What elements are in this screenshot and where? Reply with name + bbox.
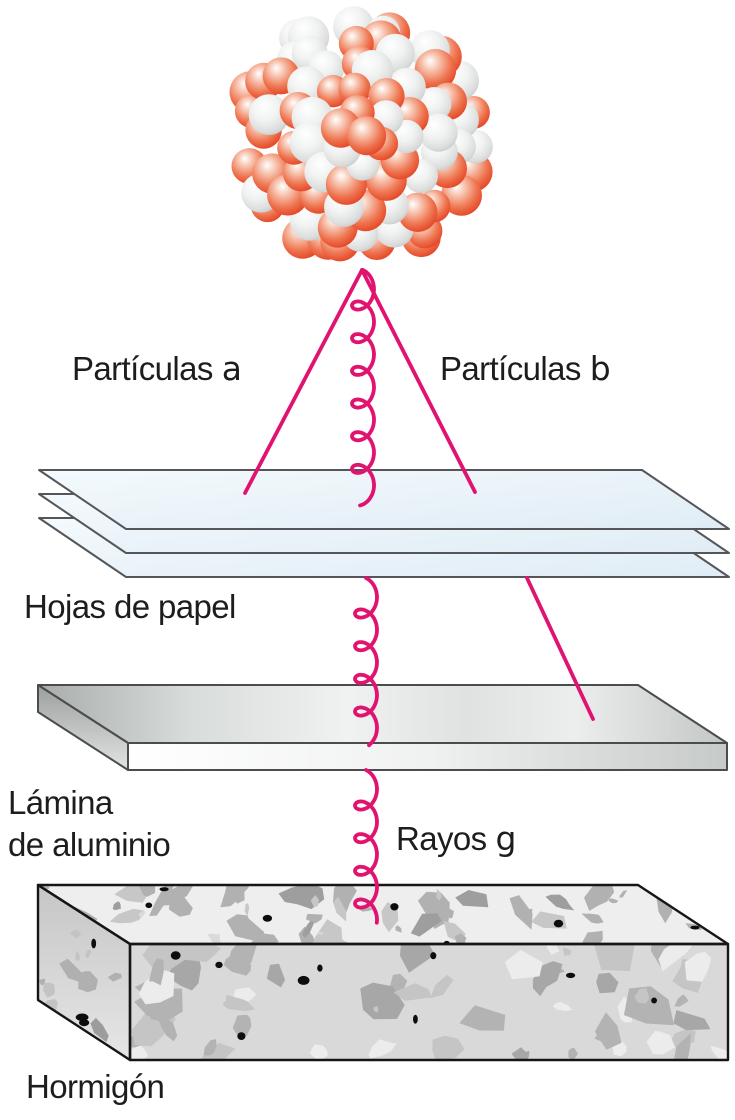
- aluminum-label-line2: de aluminio: [8, 825, 171, 863]
- alpha-ray: [243, 268, 364, 495]
- beta-symbol: b: [589, 349, 611, 388]
- concrete-block: [36, 883, 730, 1062]
- gamma-symbol: g: [495, 819, 517, 858]
- aluminum-label: Lámina de aluminio: [8, 782, 171, 865]
- alpha-symbol: a: [221, 349, 242, 388]
- concrete-label: Hormigón: [26, 1068, 165, 1105]
- paper-sheets: [38, 469, 730, 578]
- concrete-outline: [36, 883, 730, 1062]
- paper-label: Hojas de papel: [24, 588, 236, 625]
- aluminum-front-face: [127, 742, 728, 771]
- rays: [243, 268, 595, 925]
- aluminum-label-line1: Lámina: [8, 784, 113, 821]
- beta-ray: [360, 268, 595, 721]
- nucleus: [229, 6, 493, 262]
- aluminum-top-face: [37, 684, 728, 744]
- gamma-rays-text: Rayos: [396, 820, 487, 857]
- beta-particles-text: Partículas: [440, 350, 581, 387]
- paper-sheet-1: [38, 469, 730, 530]
- alpha-particles-text: Partículas: [72, 350, 213, 387]
- gamma-ray: [350, 268, 379, 925]
- concrete-aggregate-front: [130, 944, 728, 1060]
- aluminum-sheet: [37, 684, 728, 771]
